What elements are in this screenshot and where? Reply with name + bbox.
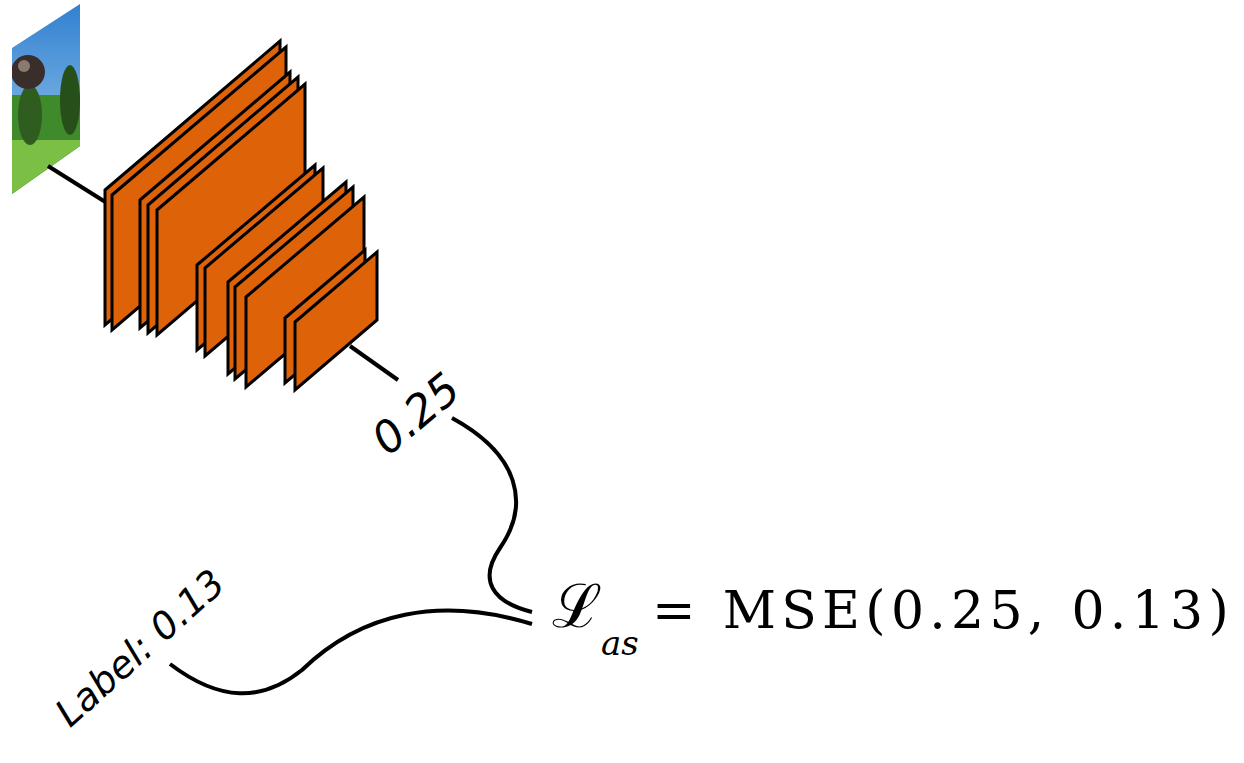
- loss-subscript: as: [601, 626, 639, 660]
- loss-symbol: ℒ: [552, 576, 602, 636]
- input-photo: [10, 0, 85, 205]
- prediction-curve: [452, 418, 532, 612]
- conv-layers: [105, 41, 377, 390]
- loss-formula: = MSE(0.25, 0.13): [652, 584, 1234, 636]
- label-curve: [170, 611, 532, 694]
- input-line: [48, 166, 107, 203]
- output-line: [350, 346, 398, 380]
- ground-truth-label: Label: 0.13: [49, 563, 232, 733]
- prediction-value: 0.25: [364, 366, 467, 463]
